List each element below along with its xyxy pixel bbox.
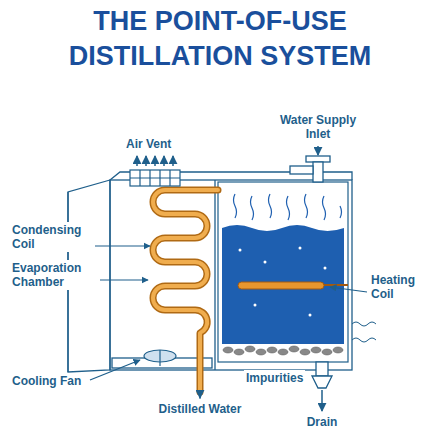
part-label: Water Supply Inlet [270, 112, 366, 142]
part-label: Drain [296, 414, 348, 430]
air-vent [130, 156, 180, 186]
boiling-tank [218, 182, 348, 362]
part-label: Cooling Fan [10, 373, 83, 389]
cooling-fan [144, 350, 176, 366]
leader-lines [90, 246, 367, 380]
part-label: Air Vent [124, 136, 173, 152]
drain-pipe [312, 362, 332, 411]
diagram-title: THE POINT-OF-USE DISTILLATION SYSTEM [10, 4, 430, 74]
heater-wires [352, 322, 376, 342]
part-label: Condensing Coil [10, 222, 94, 252]
part-label: Evaporation Chamber [10, 260, 98, 290]
water-inlet [290, 146, 330, 182]
part-label: Distilled Water [145, 401, 255, 417]
condensing-coil [153, 190, 218, 398]
part-label: Impurities [244, 370, 305, 386]
part-label: Heating Coil [369, 272, 431, 302]
